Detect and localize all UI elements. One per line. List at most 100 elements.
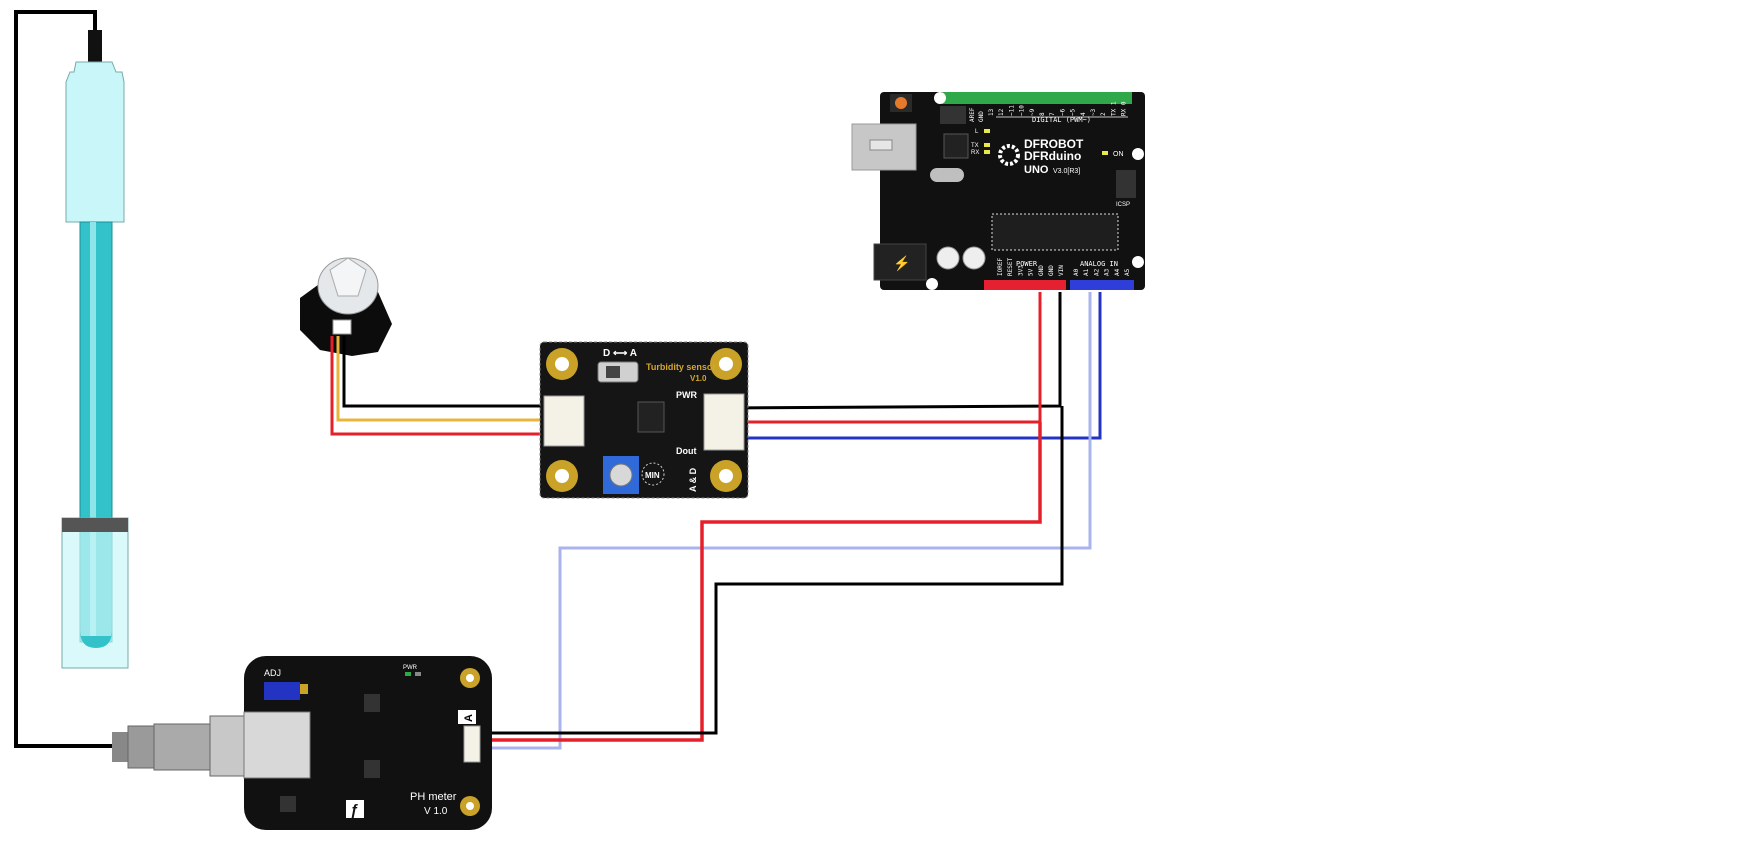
digital-pin-label-7: ~6 [1059,108,1066,116]
turbidity-pwr-label: PWR [676,390,697,400]
power-pin-label-4: GND [1038,265,1045,276]
dfrobot-logo-icon [998,144,1020,166]
analog-pin-label-5: A5 [1124,268,1131,276]
ph-output-connector [463,725,481,763]
ph-version: V 1.0 [424,806,448,817]
analog-pin-label-4: A4 [1114,268,1121,276]
arduino-version: UNO [1024,164,1049,176]
ph-adj-potentiometer[interactable] [264,682,300,700]
power-pin-label-2: 3V3 [1017,265,1024,276]
icsp-header [1116,170,1136,198]
turbidity-version: V1.0 [690,374,707,383]
digital-pin-label-1: 12 [998,108,1005,116]
ph-probe [14,10,129,748]
bnc-connector [112,732,128,762]
turbidity-board: D ⟷ A Turbidity sensor V1.0 PWR Dout MIN… [539,341,749,499]
wire-turb-5v-red [728,292,1042,424]
digital-pin-label-8: ~5 [1070,108,1077,116]
arduino-analog-label: ANALOG IN [1080,260,1118,268]
digital-pin-label-2: ~11 [1008,105,1015,116]
digital-pin-label-6: 7 [1049,112,1056,116]
ph-name: PH meter [410,791,457,803]
power-pin-label-5: GND [1048,265,1055,276]
digital-pin-label-4: ~9 [1029,108,1036,116]
ph-chip [280,796,296,812]
wire-turb-gnd-black [727,292,1062,410]
capacitor [936,246,960,270]
analog-header[interactable] [1070,280,1134,290]
wire-turb-signal-blue [728,292,1102,440]
arduino-rx-label: RX [971,150,979,156]
turbidity-switch-label: D ⟷ A [603,348,637,359]
turbidity-probe [300,257,392,356]
turbidity-output-connector [703,393,745,451]
probe-band [62,518,128,532]
dc-jack-icon[interactable] [873,243,927,281]
ph-a-label: A [463,714,475,722]
arduino-tx-label: TX [971,143,979,149]
digital-header[interactable] [942,92,1132,104]
usb-chip [943,133,969,159]
turbidity-dout-label: Dout [676,446,697,456]
probe-cable [14,10,112,748]
digital-pin-label-11: 2 [1100,112,1107,116]
f-logo-icon [346,800,364,818]
arduino-model: DFRduino [1024,149,1081,163]
arduino-power-label: POWER [1016,260,1038,268]
analog-pin-label-0: A0 [1073,268,1080,276]
ph-meter-board: A ADJ PWR ƒ PH meter V 1.0 [112,656,492,830]
wire-ph-gnd-black [490,406,1064,735]
digital-pin-label-12: TX 1 [1110,101,1117,116]
atmega-chip [991,213,1119,251]
capacitor [962,246,986,270]
digital-pin-label-10: ~3 [1090,108,1097,116]
power-pin-label-6: VIN [1058,265,1065,276]
svg-text:⚡: ⚡ [893,255,910,272]
arduino-board: ⚡ DFROBOT DFRduino UNO V3.0[R3] DIGITAL … [851,92,1145,290]
turbidity-title: Turbidity sensor [646,362,716,372]
power-header[interactable] [984,280,1066,290]
arduino-l-label: L [975,129,979,135]
wire-turbidity-red [330,336,548,436]
ph-board-body [244,656,492,830]
analog-pin-label-1: A1 [1083,268,1090,276]
ph-pwr-label: PWR [403,665,418,671]
turbidity-min-label: MIN [645,471,660,480]
ph-chip [364,760,380,778]
icsp-header-top [940,106,966,124]
power-pin-label-1: RESET [1007,258,1014,276]
probe-bulb [80,630,112,648]
analog-pin-label-3: A3 [1104,268,1111,276]
digital-pin-label-5: 8 [1039,112,1046,116]
power-pin-label-0: IOREF [997,258,1004,276]
arduino-brand: DFROBOT [1024,137,1084,151]
wire-ph-5v-red [490,422,1042,742]
wire-turbidity-yellow [336,336,548,422]
wires [330,292,1102,750]
probe-stem-shine [90,222,96,642]
turbidity-chip [637,401,665,433]
turbidity-mode-label: A & D [688,467,698,492]
ph-adj-label: ADJ [264,668,281,678]
ph-chip [364,694,380,712]
crystal [930,168,964,182]
digital-pin-label-0: 13 [988,108,995,116]
arduino-version-suffix: V3.0[R3] [1053,168,1080,175]
probe-cap [88,30,102,62]
svg-text:ƒ: ƒ [350,802,358,819]
probe-head [65,61,125,223]
arduino-on-label: ON [1113,151,1124,158]
wire-ph-signal-lightblue [490,292,1092,750]
power-pin-label-3: 5V [1028,268,1035,276]
digital-pin-label-9: 4 [1080,112,1087,116]
digital-pin-label-3: ~10 [1019,105,1026,116]
arduino-aref-label: AREF [969,107,976,122]
arduino-icsp-label: ICSP [1116,202,1130,208]
digital-pin-label-13: RX 0 [1121,101,1128,116]
wire-turbidity-black [342,336,548,408]
turbidity-input-connector [543,395,585,447]
